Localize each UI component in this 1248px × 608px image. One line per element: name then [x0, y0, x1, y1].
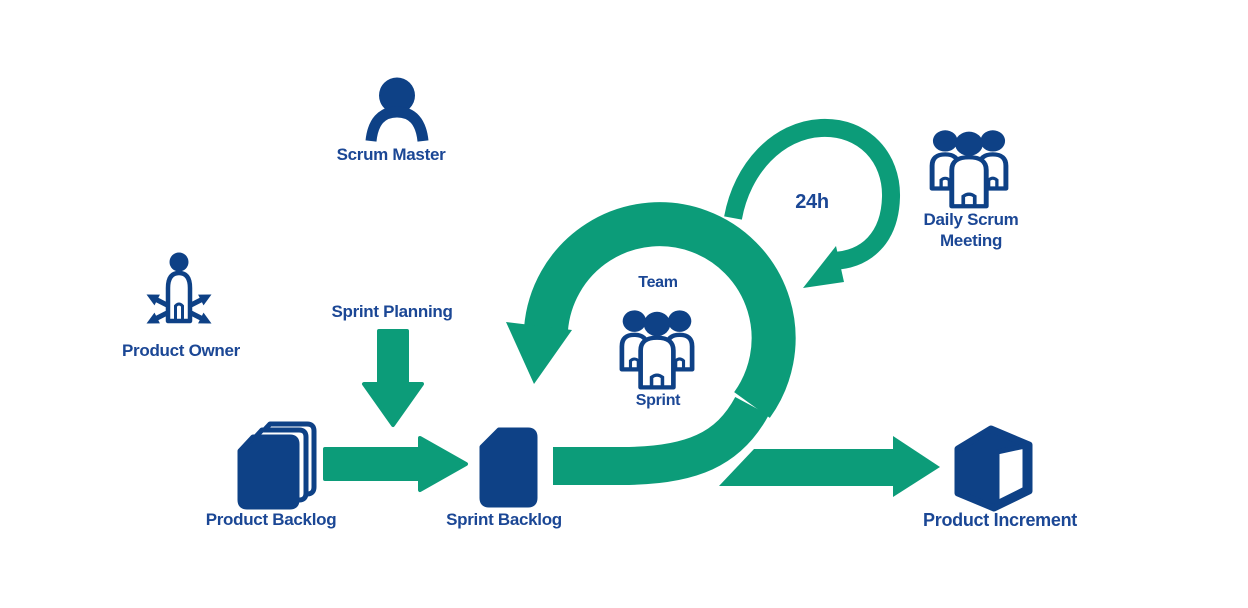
sprint-label: Sprint [635, 392, 681, 409]
team-group-icon [622, 310, 692, 387]
increment-arrow-icon [719, 436, 940, 497]
sprint-backlog-label: Sprint Backlog [446, 510, 562, 529]
product-owner-label: Product Owner [122, 341, 240, 360]
product-backlog-icon [237, 421, 317, 510]
scrum-master-label: Scrum Master [336, 145, 446, 164]
sprint-backlog-icon [479, 427, 538, 508]
daily-cycle-label: 24h [795, 191, 829, 213]
backlog-to-sprint-arrow-icon [323, 436, 468, 492]
daily-scrum-meeting-label-line1: Daily Scrum [923, 210, 1019, 229]
sprint-planning-label: Sprint Planning [331, 302, 453, 321]
sprint-planning-arrow-icon [362, 329, 424, 427]
sprint-loop-arrow [506, 202, 796, 485]
product-increment-icon [954, 425, 1033, 512]
daily-scrum-meeting-label-line2: Meeting [939, 231, 1003, 250]
product-increment-label: Product Increment [923, 510, 1077, 530]
team-label: Team [638, 274, 678, 291]
sprint-loop-arrowhead [506, 322, 572, 384]
daily-loop-arrow-icon [724, 118, 901, 288]
scrum-master-icon [365, 77, 429, 142]
daily-scrum-group-icon [932, 130, 1006, 206]
product-owner-icon [144, 252, 214, 329]
product-backlog-label: Product Backlog [205, 510, 337, 529]
